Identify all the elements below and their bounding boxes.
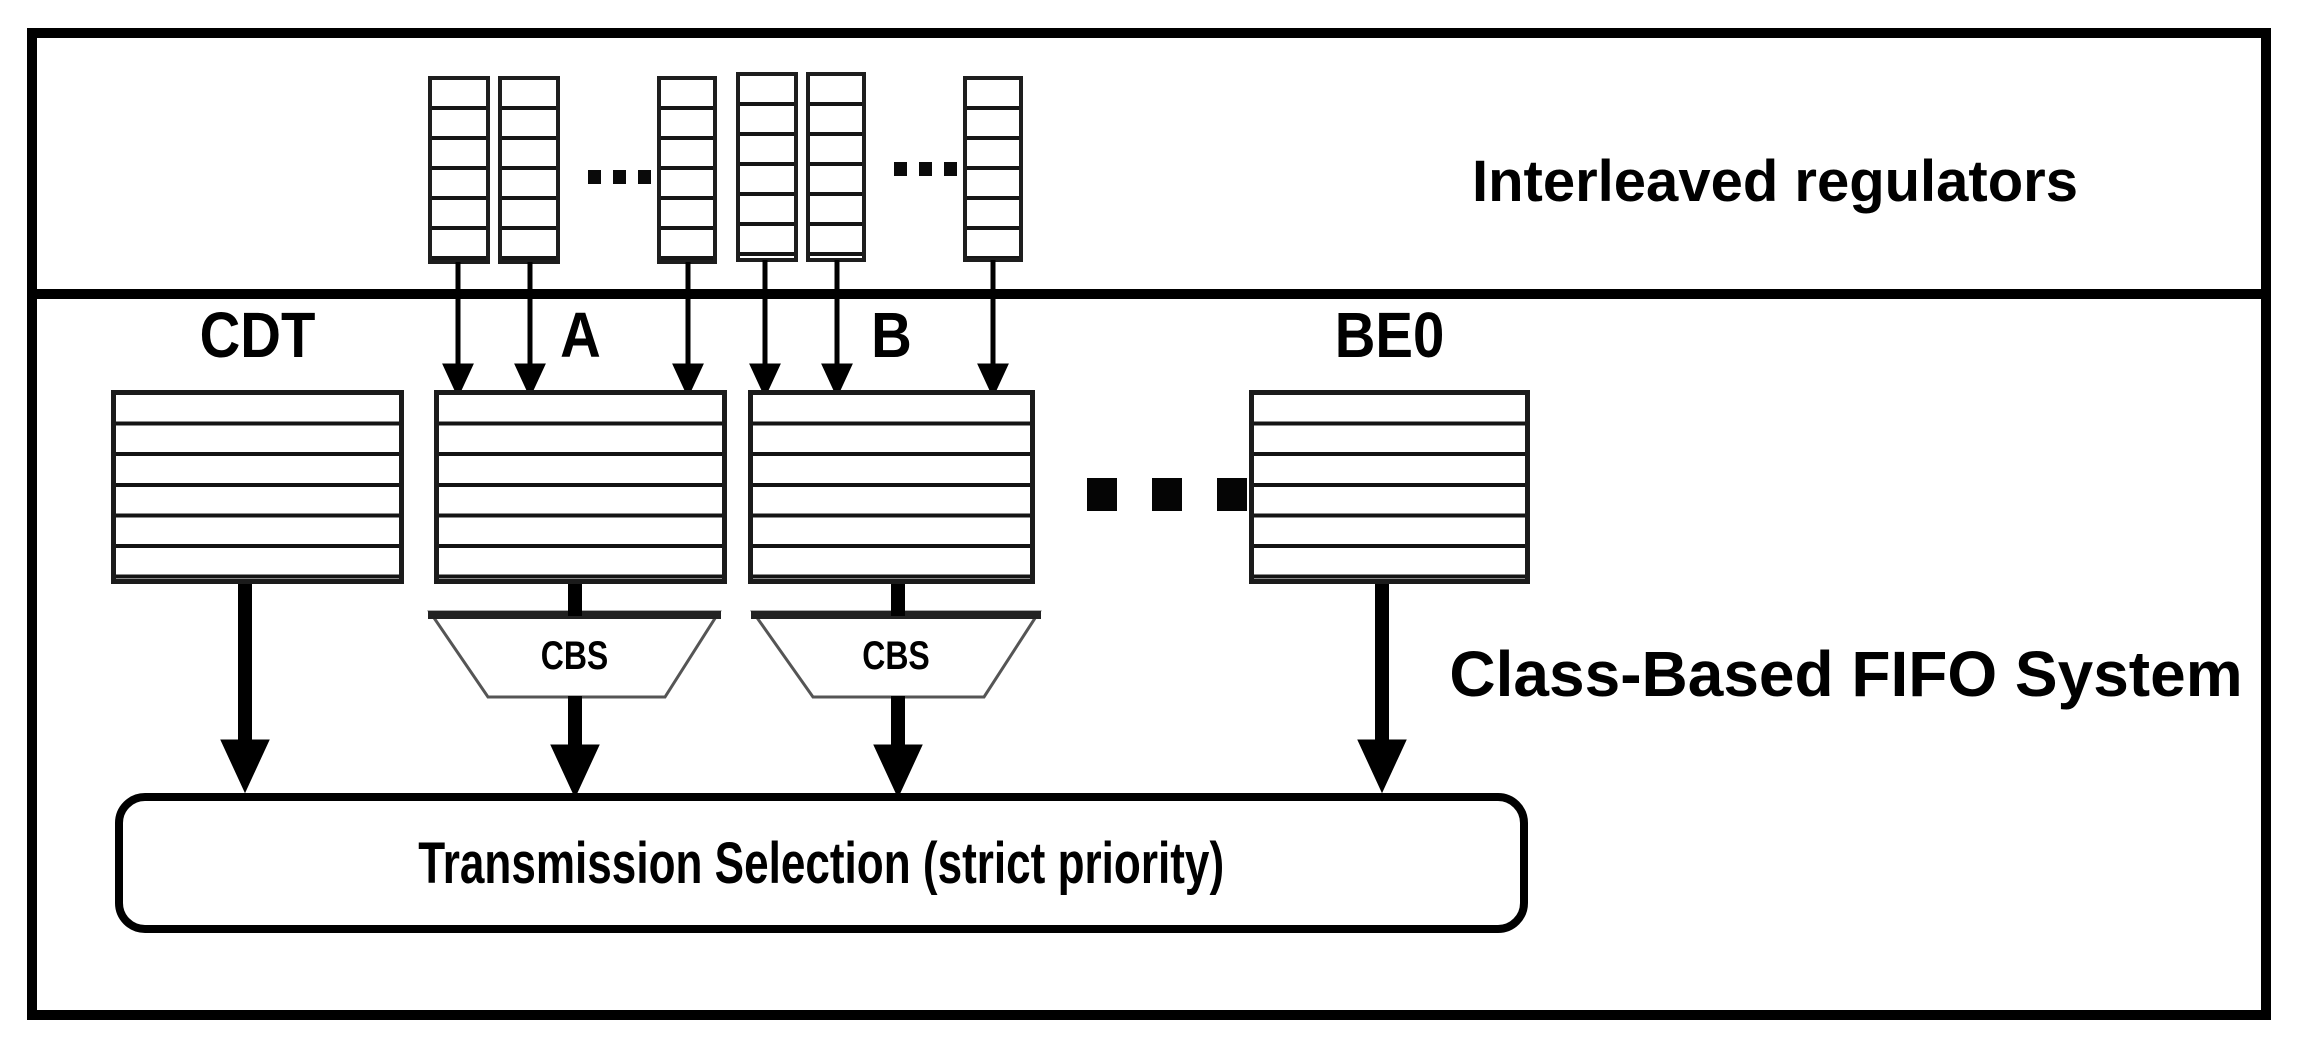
- queue-label-b: B: [871, 299, 912, 371]
- fifo-queue-b: [748, 390, 1035, 584]
- fifo-queue-be0: [1249, 390, 1530, 584]
- transmission-selection-label: Transmission Selection (strict priority): [418, 830, 1225, 896]
- regulator-stack: [498, 76, 560, 264]
- ellipsis-dot: [944, 162, 957, 176]
- regulator-stack: [806, 72, 866, 262]
- ellipsis-dot: [1087, 478, 1117, 511]
- ellipsis-dot: [919, 162, 932, 176]
- bottom-section-label: Class-Based FIFO System: [1449, 638, 2243, 710]
- regulator-stack: [657, 76, 717, 264]
- transmission-selection-box: Transmission Selection (strict priority): [115, 793, 1528, 933]
- top-section-label: Interleaved regulators: [1472, 149, 2078, 214]
- regulator-stack: [428, 76, 490, 264]
- outer-frame: [27, 28, 2271, 1020]
- fifo-queue-cdt: [111, 390, 404, 584]
- queue-label-a: A: [560, 299, 601, 371]
- queue-label-cdt: CDT: [199, 299, 316, 371]
- ellipsis-dot: [613, 170, 626, 184]
- section-divider-line: [27, 289, 2271, 299]
- ellipsis-dot: [894, 162, 907, 176]
- cbs-label-a: CBS: [540, 634, 609, 678]
- queue-label-be0: BE0: [1334, 299, 1445, 371]
- cbs-label-b: CBS: [862, 634, 930, 678]
- fifo-queue-a: [434, 390, 727, 584]
- regulator-ellipsis: [894, 162, 957, 176]
- ellipsis-dot: [1152, 478, 1182, 511]
- regulator-stack: [963, 76, 1023, 262]
- ellipsis-dot: [588, 170, 601, 184]
- ellipsis-dot: [1217, 478, 1247, 511]
- regulator-ellipsis: [588, 170, 651, 184]
- ellipsis-dot: [638, 170, 651, 184]
- regulator-stack: [736, 72, 798, 262]
- queue-ellipsis: [1087, 478, 1247, 511]
